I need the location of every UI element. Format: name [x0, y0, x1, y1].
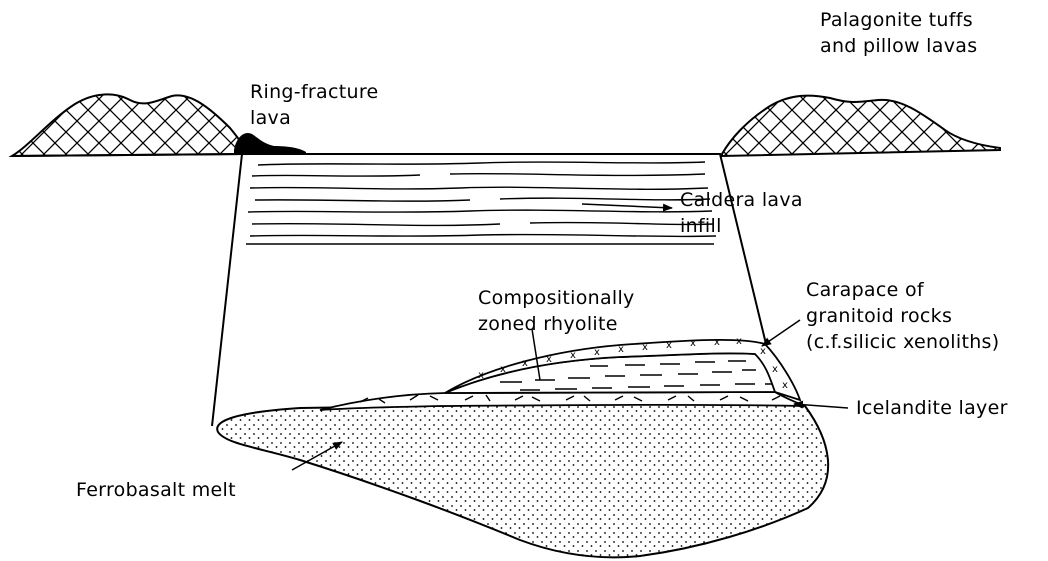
palagonite-label-line1: Palagonite tuffs	[820, 9, 973, 31]
carapace-label-line3: (c.f.silicic xenoliths)	[806, 331, 999, 353]
svg-text:x: x	[478, 370, 484, 381]
svg-text:x: x	[782, 380, 788, 391]
svg-text:x: x	[522, 358, 528, 369]
svg-text:x: x	[714, 337, 720, 348]
left-palagonite-hill	[12, 94, 248, 156]
svg-text:x: x	[690, 338, 696, 349]
svg-text:x: x	[500, 364, 506, 375]
carapace-label-line2: granitoid rocks	[806, 305, 952, 327]
svg-text:x: x	[594, 347, 600, 358]
ferrobasalt-label: Ferrobasalt melt	[76, 479, 236, 501]
svg-text:x: x	[570, 350, 576, 361]
ring-fracture-label-line2: lava	[250, 107, 291, 129]
ring-fracture-label-line1: Ring-fracture	[250, 81, 379, 103]
svg-text:x: x	[666, 340, 672, 351]
ferrobasalt-melt-body	[217, 404, 828, 558]
caldera-lava-infill	[246, 162, 716, 244]
palagonite-label-line2: and pillow lavas	[820, 35, 977, 57]
zoned-rhyolite-label-line1: Compositionally	[478, 287, 635, 309]
icelandite-label: Icelandite layer	[856, 397, 1008, 419]
svg-text:x: x	[546, 354, 552, 365]
caldera-infill-label-line1: Caldera lava	[680, 189, 803, 211]
zoned-rhyolite-label-line2: zoned rhyolite	[478, 313, 618, 335]
right-palagonite-hill	[722, 96, 1000, 156]
svg-text:x: x	[760, 346, 766, 357]
caldera-infill-arrow	[582, 204, 672, 208]
svg-text:x: x	[642, 342, 648, 353]
svg-text:x: x	[618, 344, 624, 355]
svg-text:x: x	[772, 364, 778, 375]
caldera-infill-label-line2: infill	[680, 215, 722, 237]
ring-fracture-lava	[234, 133, 306, 155]
carapace-label-line1: Carapace of	[806, 279, 925, 301]
svg-text:x: x	[736, 336, 742, 347]
carapace-arrow	[762, 320, 800, 346]
